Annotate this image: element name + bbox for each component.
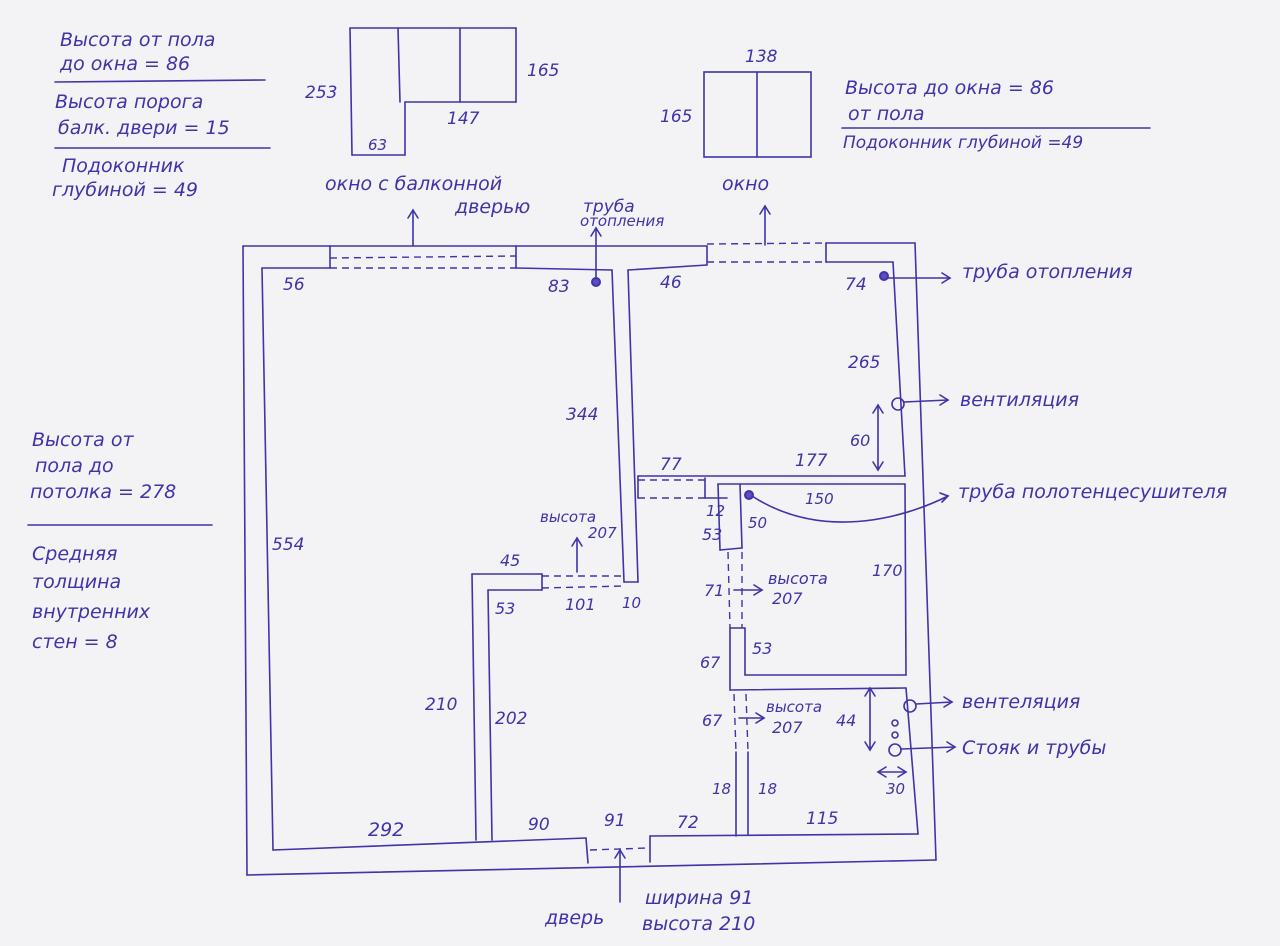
dim-30: 30 xyxy=(886,780,905,798)
dim-74: 74 xyxy=(845,275,867,295)
dim-90: 90 xyxy=(528,815,550,835)
dim-balcony-window-width: 147 xyxy=(447,109,480,129)
dim-67-a: 67 xyxy=(700,653,721,672)
note-walls-line2: толщина xyxy=(32,571,121,593)
callout-pipe-top-line1: труба xyxy=(583,197,635,217)
note-walls-line4: стен = 8 xyxy=(32,631,118,653)
callout-towel-pipe: труба полотенцесушителя xyxy=(958,481,1227,503)
dim-71: 71 xyxy=(704,581,724,600)
vent-marker xyxy=(903,699,917,713)
dim-balcony-height: 253 xyxy=(305,83,337,103)
dim-210: 210 xyxy=(425,695,457,715)
callouts: труба отопления труба отопления вентиляц… xyxy=(544,197,1227,935)
dim-344: 344 xyxy=(566,405,598,425)
dim-53-c: 53 xyxy=(752,639,772,658)
height-wc-value: 207 xyxy=(772,718,803,737)
dim-balcony-door-width: 63 xyxy=(368,136,387,154)
dim-67-b: 67 xyxy=(702,711,723,730)
note-threshold-line2: балк. двери = 15 xyxy=(58,117,230,139)
door-heights: высота 207 высота 207 высота 207 xyxy=(540,508,828,737)
caption-balcony-line2: дверью xyxy=(454,196,530,218)
dim-170: 170 xyxy=(872,561,903,580)
dim-77: 77 xyxy=(660,455,682,475)
callout-pipe-right: труба отопления xyxy=(962,261,1133,283)
callout-vent-top: вентиляция xyxy=(960,389,1079,411)
note-right-sill: Подоконник глубиной =49 xyxy=(843,133,1083,153)
balcony-window-sketch: 253 165 63 147 окно с балконной дверью xyxy=(305,27,559,218)
notes-top-right: Высота до окна = 86 от пола Подоконник г… xyxy=(841,77,1151,153)
dim-72: 72 xyxy=(677,813,699,833)
height-bath-value: 207 xyxy=(772,589,803,608)
dim-56: 56 xyxy=(283,275,305,295)
dim-53-b: 53 xyxy=(495,599,515,618)
note-sill-line2: глубиной = 49 xyxy=(52,179,198,201)
note-window-height-line2: до окна = 86 xyxy=(59,53,190,75)
note-window-height-line1: Высота от пола xyxy=(60,29,215,51)
dim-18-a: 18 xyxy=(712,780,731,798)
riser-marker xyxy=(888,743,902,757)
dim-292: 292 xyxy=(368,819,404,841)
note-walls-line1: Средняя xyxy=(32,543,117,565)
note-threshold-line1: Высота порога xyxy=(55,91,203,113)
window-arrows xyxy=(407,204,771,246)
note-ceiling-line1: Высота от xyxy=(32,429,134,451)
dim-45: 45 xyxy=(500,551,520,570)
pipe-marker xyxy=(891,719,899,727)
dim-12: 12 xyxy=(706,502,725,520)
dimension-ticks xyxy=(864,403,908,778)
dim-554: 554 xyxy=(272,535,304,555)
dim-46: 46 xyxy=(660,273,682,293)
height-kitchen-label: высота xyxy=(540,508,596,526)
dim-balcony-window-height: 165 xyxy=(527,61,559,81)
note-right-window-line1: Высота до окна = 86 xyxy=(845,77,1054,99)
dim-50: 50 xyxy=(748,514,767,532)
dim-53-a: 53 xyxy=(702,525,722,544)
dim-177: 177 xyxy=(795,451,828,471)
dim-18-b: 18 xyxy=(758,780,777,798)
notes-left: Высота от пола до потолка = 278 Средняя … xyxy=(27,429,213,653)
height-wc-label: высота xyxy=(766,698,822,716)
plan-markers xyxy=(591,271,917,757)
dim-window-width: 138 xyxy=(745,47,778,67)
window-sketch: 138 165 окно xyxy=(660,47,812,195)
dim-60: 60 xyxy=(850,431,870,450)
dim-10: 10 xyxy=(622,594,641,612)
callout-door-label: дверь xyxy=(544,907,604,929)
note-sill-line1: Подоконник xyxy=(62,155,185,177)
dim-window-height: 165 xyxy=(660,107,692,127)
dimension-labels: 56 83 46 74 265 344 554 60 77 177 150 12… xyxy=(272,273,905,841)
callout-pipe-top-line2: отопления xyxy=(580,212,664,230)
height-kitchen-value: 207 xyxy=(588,524,617,542)
dim-83: 83 xyxy=(548,277,570,297)
towel-pipe-marker xyxy=(744,490,754,500)
notes-top-left: Высота от пола до окна = 86 Высота порог… xyxy=(52,29,271,201)
dim-91: 91 xyxy=(604,811,626,831)
dim-115: 115 xyxy=(806,809,838,829)
callout-door-width: ширина 91 xyxy=(645,887,753,909)
dim-265: 265 xyxy=(848,353,880,373)
note-ceiling-line2: пола до xyxy=(35,455,114,477)
dim-44: 44 xyxy=(836,711,856,730)
pipe-marker xyxy=(891,731,899,739)
note-ceiling-line3: потолка = 278 xyxy=(30,481,176,503)
caption-balcony-line1: окно с балконной xyxy=(325,173,502,195)
vent-marker xyxy=(891,397,905,411)
dim-202: 202 xyxy=(495,709,527,729)
heating-pipe-marker xyxy=(879,271,889,281)
height-bath-label: высота xyxy=(768,569,828,588)
dim-101: 101 xyxy=(565,595,596,614)
dim-150: 150 xyxy=(805,490,834,508)
callout-door-height: высота 210 xyxy=(642,913,755,935)
plan-walls xyxy=(242,242,937,876)
note-walls-line3: внутренних xyxy=(32,601,151,623)
callout-riser: Стояк и трубы xyxy=(962,737,1106,759)
callout-vent-bottom: вентеляция xyxy=(962,691,1080,713)
note-divider xyxy=(54,79,266,83)
note-right-window-line2: от пола xyxy=(848,103,925,125)
caption-window: окно xyxy=(722,173,769,195)
heating-pipe-marker xyxy=(591,277,601,287)
